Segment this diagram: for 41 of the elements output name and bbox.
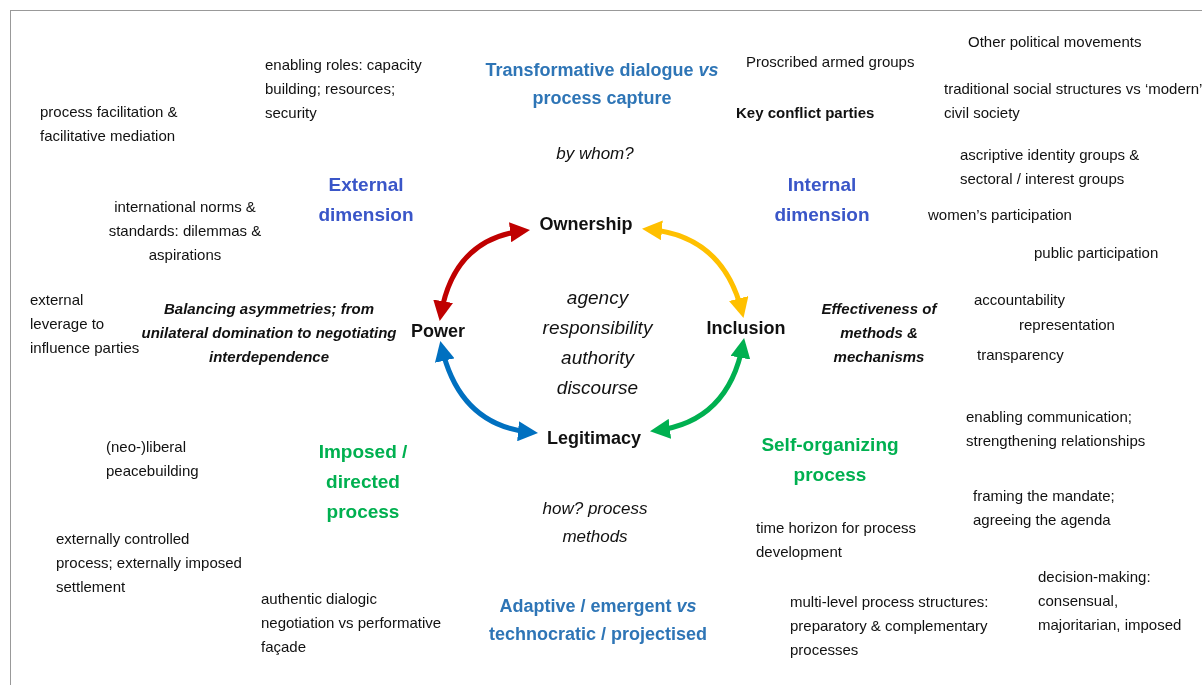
annotation-text: how? process methods [541,498,649,548]
annotation-text: enabling roles: capacity building; resources; security [265,55,423,123]
annotation-text: process facilitation & facilitative mediation [40,102,179,146]
concept-label: Inclusion [698,316,794,340]
concept-label: Legitimacy [536,426,652,450]
annotation-text: agency responsibility authority discourse [541,286,655,400]
annotation-text: Effectiveness of methods & mechanisms [820,299,939,367]
annotation-text: transparency [977,345,1065,365]
annotation-text: Balancing asymmetries; from unilateral domination to negotiating interdependence [140,299,398,367]
double-arrow [642,221,748,318]
annotation-text: time horizon for process development [756,518,918,562]
annotation-text: decision-making: consensual, majoritarian, imposed [1038,567,1183,635]
annotation-text: public participation [1034,243,1160,263]
heading-text: Imposed / directed process [317,440,409,524]
double-arrow [435,341,538,441]
double-arrow [433,223,530,321]
annotation-text: accountability [974,290,1066,310]
annotation-text: women’s participation [928,205,1073,225]
annotation-text: international norms & standards: dilemmas & aspirations [107,197,263,265]
concept-label: Ownership [528,212,644,236]
annotation-text: representation [1019,315,1116,335]
annotation-text: ascriptive identity groups & sectoral / interest groups [960,145,1141,189]
annotation-text: Proscribed armed groups [746,52,916,72]
heading-text: Adaptive / emergent vs technocratic / projectised [487,595,709,646]
annotation-text: traditional social structures vs ‘modern’ civil society [944,79,1202,123]
annotation-text: multi-level process structures: preparatory & complementary processes [790,592,990,660]
heading-text: Internal dimension [773,173,871,227]
heading-text: Transformative dialogue vs process capture [484,59,720,110]
double-arrow [650,338,750,438]
concept-label: Power [402,319,474,343]
annotation-text: Other political movements [968,32,1143,52]
annotation-text: framing the mandate; agreeing the agenda [973,486,1116,530]
annotation-text: external leverage to influence parties [30,290,140,358]
heading-text: Self-organizing process [760,433,900,487]
annotation-text: enabling communication; strengthening relationships [966,407,1147,451]
annotation-text: by whom? [555,143,635,165]
annotation-text: externally controlled process; externally imposed settlement [56,529,243,597]
annotation-text: Key conflict parties [736,103,876,123]
heading-text: External dimension [317,173,415,227]
annotation-text: (neo-)liberal peacebuilding [106,437,200,481]
annotation-text: authentic dialogic negotiation vs performative façade [261,589,443,657]
